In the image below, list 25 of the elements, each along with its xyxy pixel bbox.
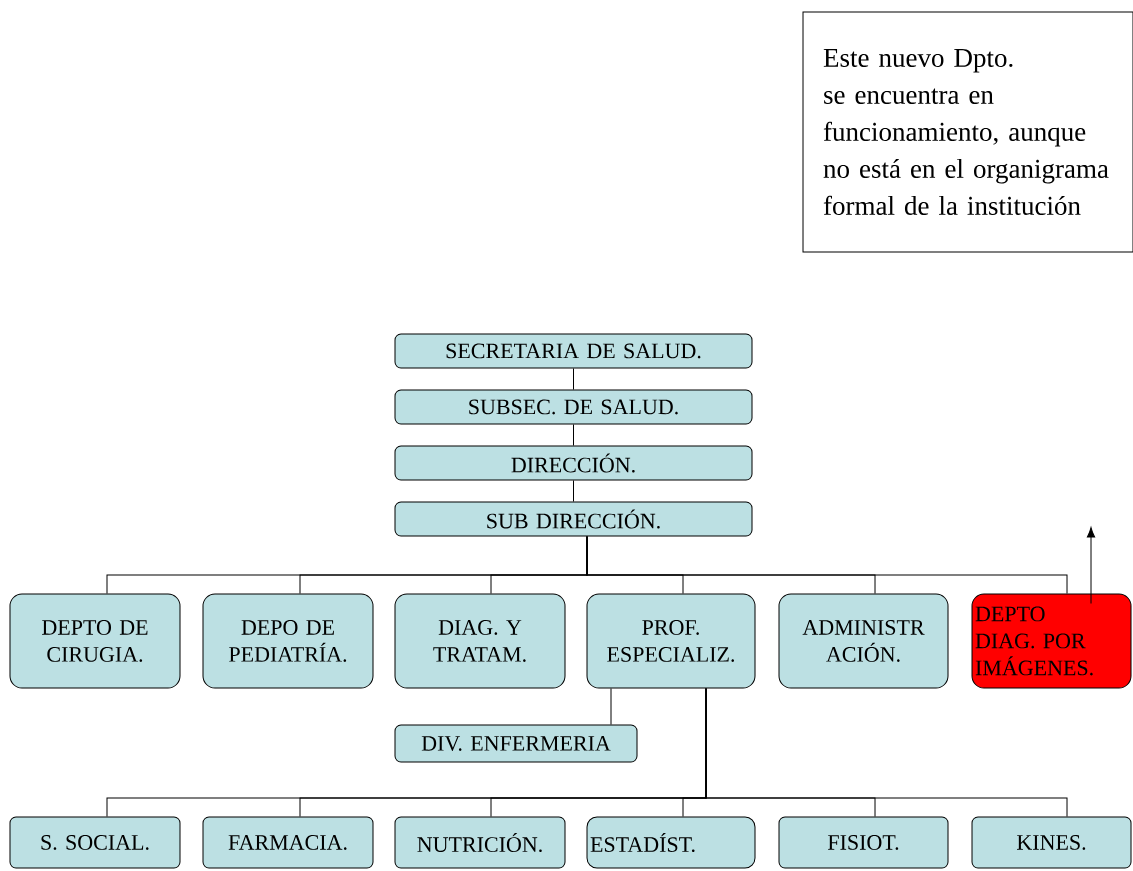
org-box: DEPO DE PEDIATRÍA. — [202, 593, 374, 689]
org-box: KINES. — [971, 816, 1132, 869]
connector — [1086, 527, 1096, 604]
org-box: DIRECCIÓN. — [394, 445, 753, 481]
org-box: FARMACIA. — [202, 816, 374, 869]
connector — [586, 536, 1068, 594]
connector — [573, 368, 574, 390]
highlighted-box: DEPTO DIAG. POR IMÁGENES. — [971, 593, 1132, 689]
org-box: SUB DIRECCIÓN. — [394, 501, 753, 537]
org-box: DIV. ENFERMERIA — [394, 724, 638, 763]
org-box: SECRETARIA DE SALUD. — [394, 333, 753, 369]
org-box: SUBSEC. DE SALUD. — [394, 389, 753, 425]
org-box: ESTADÍST. — [586, 816, 756, 869]
org-box: NUTRICIÓN. — [394, 816, 566, 869]
org-box: S. SOCIAL. — [9, 816, 181, 869]
org-box: ADMINISTR ACIÓN. — [778, 593, 949, 689]
connector — [573, 480, 574, 502]
connector — [610, 688, 612, 725]
org-box: PROF. ESPECIALIZ. — [586, 593, 756, 689]
note-box: Este nuevo Dpto. se encuentra en funcionamiento, aunque no está en el organigrama formal de la institución — [802, 11, 1133, 253]
org-box: DEPTO DE CIRUGIA. — [9, 593, 181, 689]
org-box: DIAG. Y TRATAM. — [394, 593, 566, 689]
connector — [705, 688, 1068, 817]
connector — [573, 424, 574, 446]
org-box: FISIOT. — [778, 816, 949, 869]
